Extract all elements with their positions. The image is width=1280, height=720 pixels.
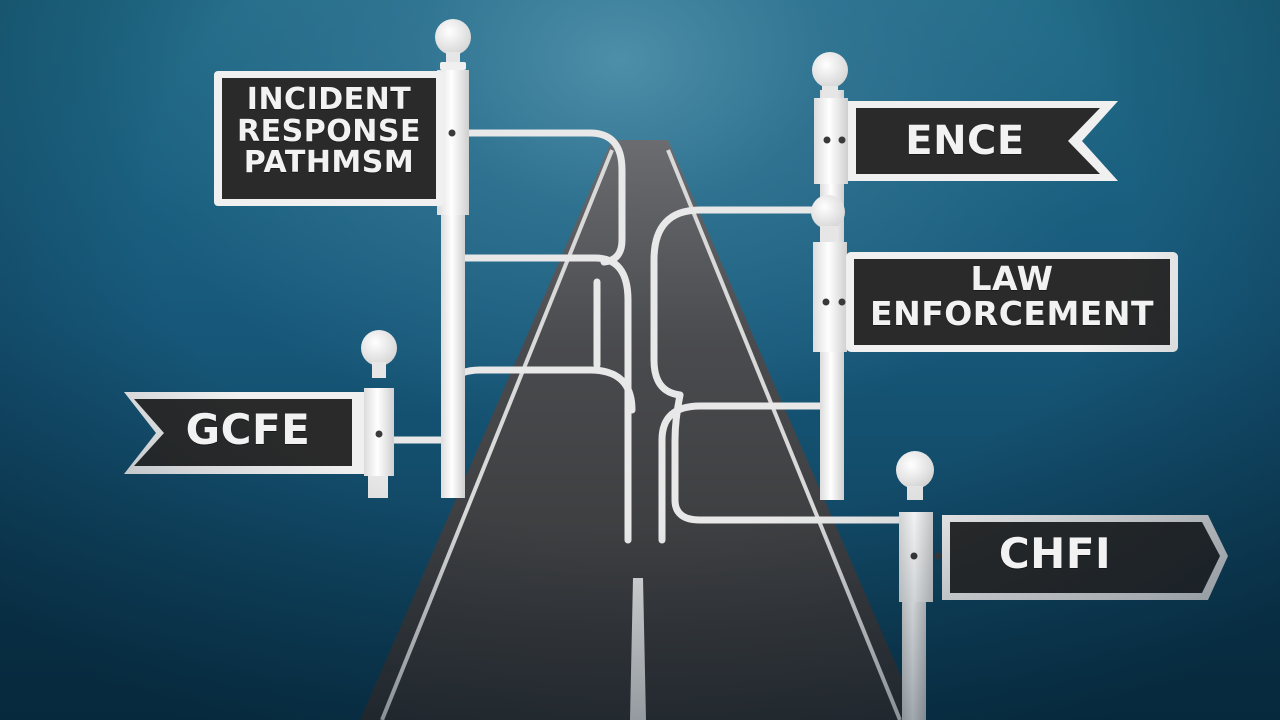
- law-enforcement-sign-board: [846, 252, 1178, 352]
- law-enforcement-line-1: LAW: [970, 259, 1054, 298]
- law-enforcement-sign: LAW ENFORCEMENT: [854, 259, 1170, 333]
- incident-response-line-1: INCIDENT: [246, 82, 412, 117]
- chfi-sign-board: [942, 515, 1228, 600]
- incident-response-sign-board: [214, 71, 444, 206]
- road: [360, 140, 920, 720]
- ence-label: ENCE: [905, 118, 1025, 164]
- law-enforcement-line-2: ENFORCEMENT: [870, 293, 1154, 333]
- ence-sign: ENCE: [890, 120, 1040, 162]
- ence-sign-board: [848, 101, 1118, 181]
- chfi-label: CHFI: [998, 529, 1112, 578]
- gcfe-label: GCFE: [185, 405, 311, 454]
- incident-response-line-3: PATHMSM: [243, 147, 415, 177]
- incident-response-line-2: RESPONSE: [237, 113, 421, 149]
- gcfe-sign-board: [124, 392, 364, 474]
- gcfe-sign: GCFE: [168, 405, 328, 454]
- ence-post: [811, 52, 848, 500]
- chfi-post: [896, 451, 942, 720]
- gcfe-post: [355, 330, 397, 498]
- chfi-sign: CHFI: [975, 529, 1135, 578]
- connecting-rails: [386, 129, 906, 544]
- incident-response-sign: INCIDENT RESPONSE PATHMSM: [222, 84, 436, 177]
